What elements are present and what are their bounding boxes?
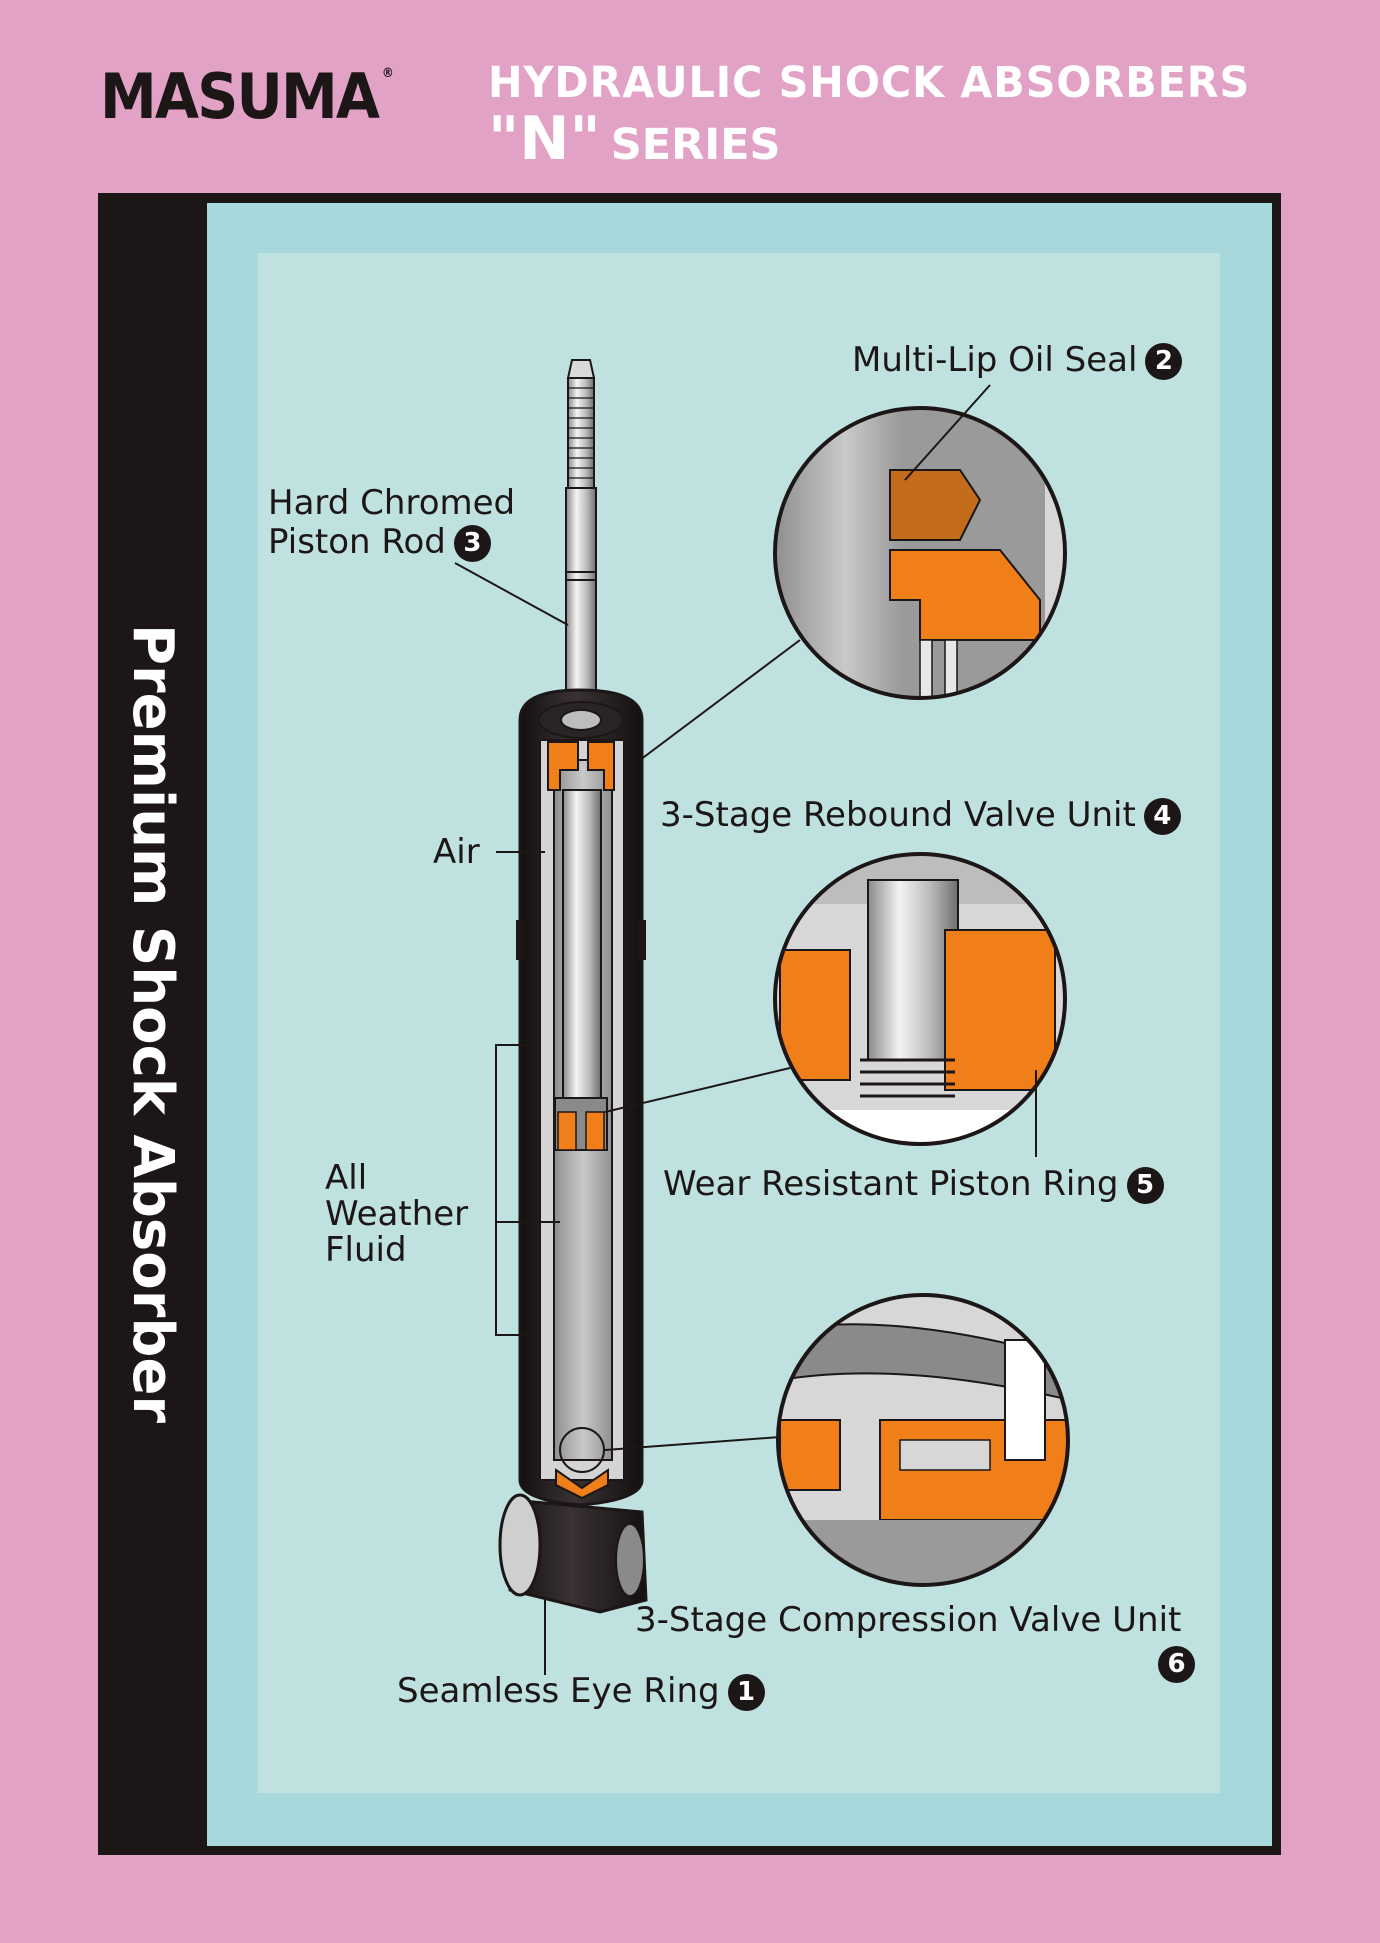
registered-mark: ® [381, 66, 394, 81]
label-piston-ring-text: Wear Resistant Piston Ring [663, 1164, 1119, 1204]
detail-rebound-valve [773, 852, 1067, 1146]
label-air: Air [433, 832, 480, 872]
eye-ring [498, 1493, 648, 1614]
badge-2: 2 [1145, 343, 1183, 380]
detail-oil-seal [773, 406, 1067, 700]
label-piston-rod-line1: Hard Chromed [268, 483, 516, 523]
label-fluid-line2: Weather [325, 1194, 469, 1234]
label-compression-valve-num: 6 [1150, 1645, 1195, 1683]
series-subtitle: "N"SERIES [488, 104, 781, 174]
badge-3: 3 [453, 525, 491, 562]
leader-lines [454, 384, 1037, 1675]
page-title: HYDRAULIC SHOCK ABSORBERS [488, 58, 1251, 108]
label-piston-rod-text: Piston Rod [268, 522, 446, 562]
brand-name: MASUMA [100, 60, 380, 133]
series-word: SERIES [610, 120, 781, 170]
label-fluid-line3: Fluid [325, 1230, 407, 1270]
label-eye-ring-text: Seamless Eye Ring [397, 1671, 720, 1711]
detail-compression-valve [776, 1293, 1070, 1587]
brand-logo: MASUMA® [100, 60, 394, 133]
shock-body [516, 688, 646, 1507]
label-rebound-valve-text: 3-Stage Rebound Valve Unit [660, 795, 1136, 835]
badge-6: 6 [1158, 1646, 1195, 1683]
label-oil-seal-text: Multi-Lip Oil Seal [852, 340, 1138, 380]
side-title: Premium Shock Absorber [100, 193, 205, 1855]
side-title-text: Premium Shock Absorber [120, 624, 185, 1424]
badge-4: 4 [1143, 798, 1181, 835]
piston-rod [565, 359, 597, 719]
label-compression-valve: 3-Stage Compression Valve Unit [635, 1600, 1182, 1640]
series-code: "N" [488, 104, 601, 174]
badge-5: 5 [1126, 1167, 1164, 1204]
label-fluid-line1: All [325, 1158, 368, 1198]
badge-1: 1 [727, 1674, 765, 1711]
